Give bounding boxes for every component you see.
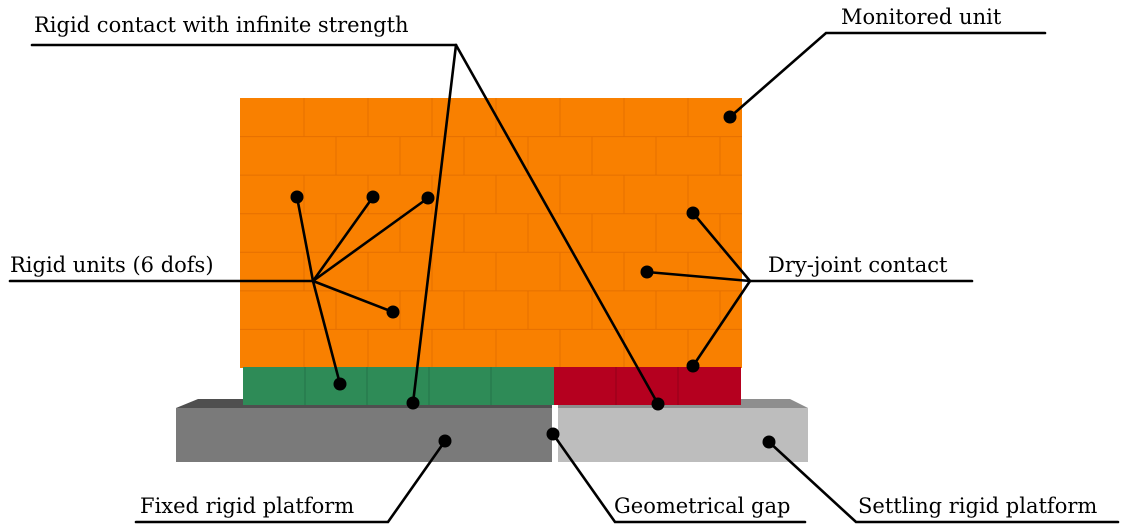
dot-fixed-platform <box>438 434 452 448</box>
label-settling-platform: Settling rigid platform <box>858 494 1097 518</box>
dot-dry-joint-1 <box>686 206 700 220</box>
fixed-rigid-platform <box>176 408 552 462</box>
dot-dry-joint-2 <box>640 265 654 279</box>
label-rigid-units: Rigid units (6 dofs) <box>10 253 214 277</box>
dot-geometrical-gap <box>546 427 560 441</box>
base-course-left <box>243 367 554 405</box>
dot-dry-joint-3 <box>686 359 700 373</box>
leader-fixed-platform <box>134 439 447 524</box>
leader-settling-platform <box>767 440 1120 524</box>
leader-rigid-units-3 <box>311 196 430 283</box>
platforms <box>176 399 808 462</box>
leader-lines <box>8 31 1120 524</box>
leader-rigid-contact-b <box>454 43 660 406</box>
labels: Rigid contact with infinite strength Mon… <box>10 5 1097 518</box>
wall-body <box>240 98 742 368</box>
leader-rigid-units-2 <box>311 195 375 283</box>
dot-rigid-unit-2 <box>366 190 380 204</box>
leader-dry-joint-3 <box>691 279 752 368</box>
dot-rigid-unit-4 <box>386 305 400 319</box>
dot-rigid-unit-1 <box>290 190 304 204</box>
dot-rigid-unit-3 <box>421 191 435 205</box>
label-fixed-platform: Fixed rigid platform <box>140 494 354 518</box>
leader-rigid-units-4 <box>311 279 395 314</box>
leader-monitored-unit <box>728 31 1047 119</box>
label-geometrical-gap: Geometrical gap <box>614 494 790 518</box>
masonry-wall <box>240 98 742 405</box>
dot-settling-platform <box>762 435 776 449</box>
dot-rigid-contact-left <box>406 396 420 410</box>
leader-rigid-contact-a <box>411 43 458 405</box>
marker-dots <box>290 110 776 449</box>
leader-dry-joint-1 <box>691 211 752 283</box>
settling-rigid-platform <box>558 408 808 462</box>
dot-monitored-unit <box>723 110 737 124</box>
label-monitored-unit: Monitored unit <box>841 5 1002 29</box>
label-dry-joint: Dry-joint contact <box>768 253 948 277</box>
leader-geometrical-gap <box>551 432 807 524</box>
dot-rigid-unit-5 <box>333 377 347 391</box>
leader-dry-joint-2 <box>645 270 752 283</box>
base-course-joints <box>304 367 679 405</box>
mortar-joints <box>240 98 742 368</box>
label-rigid-contact: Rigid contact with infinite strength <box>34 13 409 37</box>
dot-rigid-contact-right <box>651 397 665 411</box>
leader-rigid-units-1 <box>295 195 315 283</box>
leader-rigid-units-5 <box>311 279 342 386</box>
